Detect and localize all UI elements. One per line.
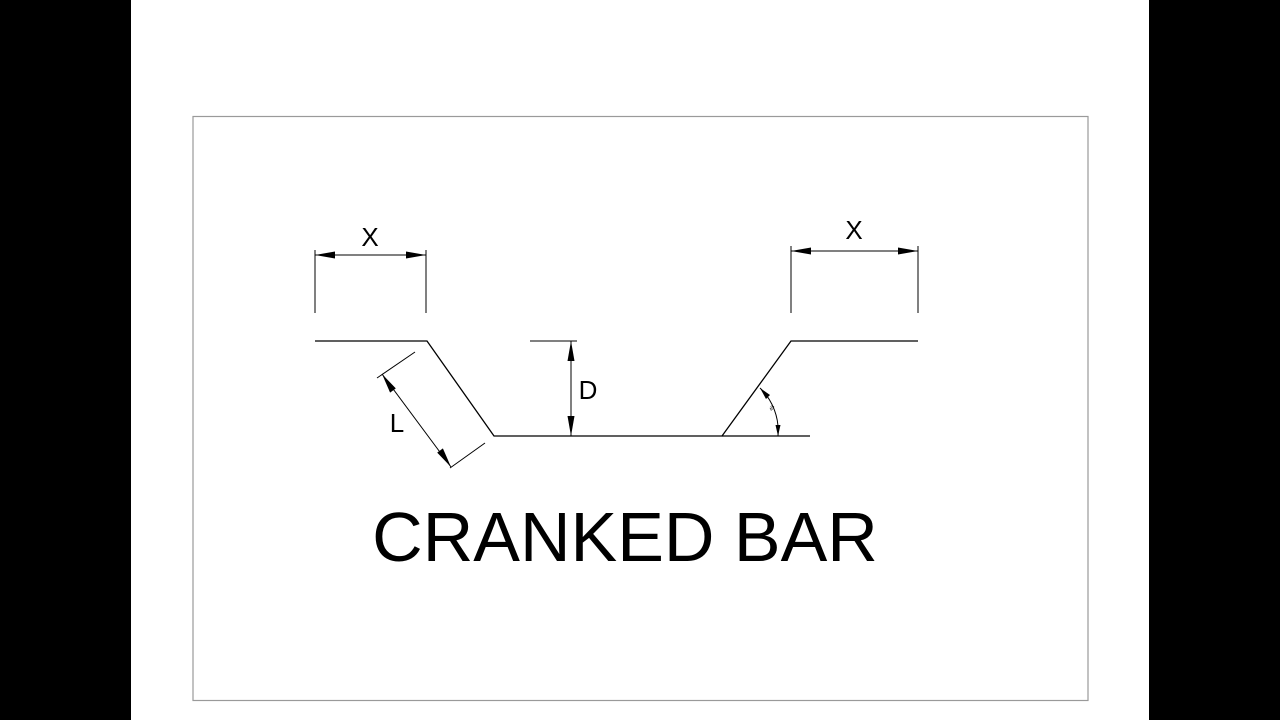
inclined-arrowhead-top	[382, 374, 396, 393]
drawing-border	[192, 115, 1089, 702]
left-x-arrowhead-start	[315, 251, 335, 259]
inclined-arrowhead-bottom	[437, 448, 451, 467]
left-x-dimension: X	[314, 222, 427, 313]
right-x-dimension: X	[790, 215, 919, 313]
left-x-label: X	[361, 222, 378, 252]
bend-angle-arrowhead-top	[760, 388, 770, 399]
right-x-label: X	[845, 215, 862, 245]
bend-angle-dimension: 45	[759, 387, 781, 437]
depth-arrowhead-top	[567, 341, 575, 361]
depth-label: D	[579, 375, 598, 405]
inclined-extension-line-top	[376, 351, 416, 379]
right-x-arrowhead-start	[791, 247, 811, 255]
drawing-sheet	[131, 0, 1149, 720]
cranked-bar-outline	[315, 340, 918, 437]
right-x-arrowhead-end	[898, 247, 918, 255]
bend-angle-label: 45	[768, 404, 776, 412]
inclined-length-label: L	[390, 408, 404, 438]
diagram-title: CRANKED BAR	[372, 498, 878, 576]
depth-dimension: D	[530, 340, 598, 436]
bend-angle-arrowhead-bottom	[775, 425, 781, 436]
inclined-length-dimension: L	[376, 351, 486, 469]
depth-arrowhead-bottom	[567, 416, 575, 436]
inclined-extension-line-bottom	[449, 442, 486, 469]
left-x-arrowhead-end	[406, 251, 426, 259]
